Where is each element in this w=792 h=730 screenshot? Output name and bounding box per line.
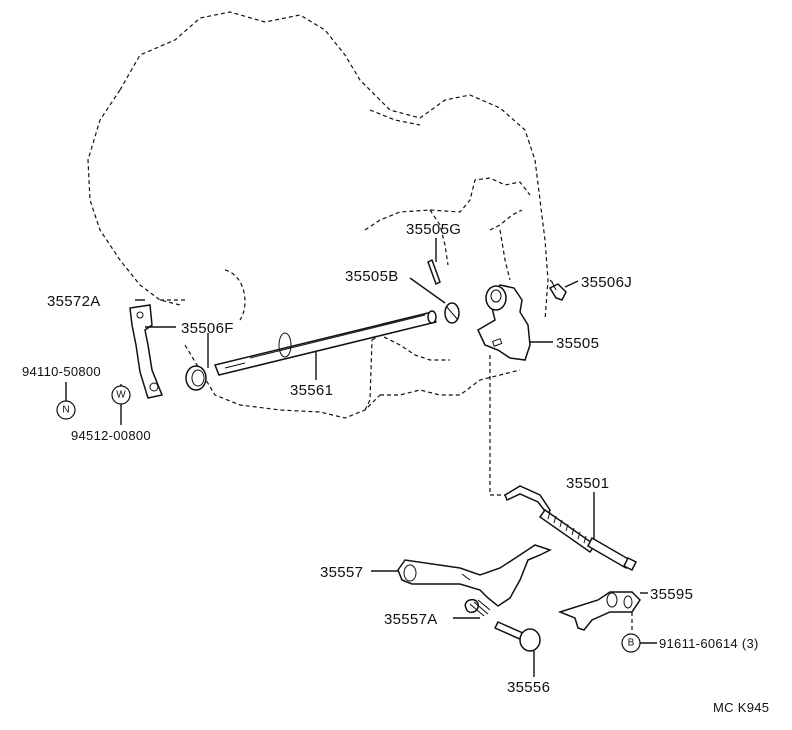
label-35505: 35505 (556, 335, 599, 352)
spacer-35505b (444, 302, 460, 324)
detent-lever-35505 (477, 284, 531, 361)
label-91611-60614: 91611-60614 (3) (659, 636, 759, 651)
shift-shaft-35561 (213, 310, 438, 376)
clip-35506j (548, 281, 567, 301)
label-35561: 35561 (290, 382, 333, 399)
label-35557: 35557 (320, 564, 363, 581)
assembly-guide-lines (160, 299, 633, 632)
oil-seal-35506f (185, 365, 207, 391)
label-35556: 35556 (507, 679, 550, 696)
spring-35557a (464, 598, 491, 617)
label-35572a: 35572A (47, 293, 101, 310)
label-35595: 35595 (650, 586, 693, 603)
label-94110-50800: 94110-50800 (22, 364, 101, 379)
pin-35556 (493, 621, 541, 652)
cable-35501 (504, 485, 638, 572)
label-35505b: 35505B (345, 268, 399, 285)
label-35506j: 35506J (581, 274, 632, 291)
label-94512-00800: 94512-00800 (71, 428, 151, 443)
bracket-35595 (557, 591, 641, 631)
transmission-housing-outline (87, 11, 556, 419)
washer-badge-letter: W (116, 390, 126, 401)
bolt-badge: B (621, 633, 641, 653)
nut-badge-letter: N (62, 405, 69, 416)
label-35506f: 35506F (181, 320, 234, 337)
spring-pin-35505g (427, 258, 441, 286)
label-35505g: 35505G (406, 221, 461, 238)
part-labels: 35572A 35506F 94110-50800 94512-00800 35… (22, 221, 759, 696)
label-35557a: 35557A (384, 611, 438, 628)
nut-badge: N (56, 400, 76, 420)
bolt-badge-letter: B (628, 638, 635, 649)
washer-badge: W (111, 385, 131, 405)
lever-35557 (397, 544, 552, 607)
leader-lines (65, 238, 657, 677)
control-shaft-lever-35572a (129, 304, 164, 399)
diagram-code: MC K945 (713, 700, 769, 715)
label-35501: 35501 (566, 475, 609, 492)
